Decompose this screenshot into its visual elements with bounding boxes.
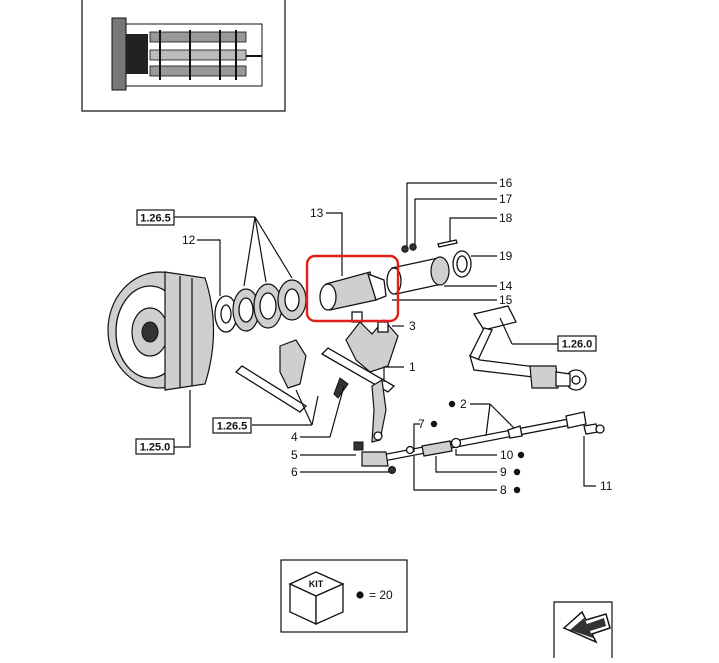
key [333,377,349,399]
kit-label: KIT [309,579,324,589]
callout-19: 19 [499,249,513,263]
kit-legend-text: = 20 [369,588,393,602]
callout-8: 8 [500,483,507,497]
callout-13: 13 [310,206,324,220]
callout-15: 15 [499,293,513,307]
leader-lines [174,182,596,491]
callout-12: 12 [182,233,196,247]
fork-shaft [234,339,396,413]
release-sleeve [319,271,387,311]
guide-tube [386,256,450,295]
kit-dot [448,400,456,408]
washer [409,243,417,251]
callout-10: 10 [500,448,514,462]
callout-6: 6 [291,465,298,479]
kit-dot [513,468,521,476]
ref-box-1-26-0[interactable]: 1.26.0 [557,335,597,352]
ref-label: 1.25.0 [140,442,171,454]
callout-16: 16 [499,176,513,190]
kit-dot [430,420,438,428]
ref-label: 1.26.5 [217,421,248,433]
kit-dots [430,400,525,494]
ref-box-1-25-0[interactable]: 1.25.0 [135,438,175,455]
callout-11: 11 [600,479,613,493]
ref-label: 1.26.5 [140,213,171,225]
callout-1: 1 [409,360,416,374]
ref-box-1-26-5-bottom[interactable]: 1.26.5 [212,417,252,434]
screw [388,466,396,474]
kit-legend-dot [356,591,364,599]
clutch-assembly [107,271,215,391]
callout-3: 3 [409,319,416,333]
back-arrow-icon[interactable] [553,601,613,658]
release-bearings [214,279,307,333]
callout-4: 4 [291,430,298,444]
callout-17: 17 [499,192,513,206]
ref-box-1-26-5-top[interactable]: 1.26.5 [136,209,175,226]
nut [401,245,409,253]
kit-dot [513,486,521,494]
pin [437,239,458,248]
kit-legend: KIT = 20 [280,559,408,633]
bolt [353,441,364,451]
release-lever [371,379,387,443]
callout-7: 7 [418,417,425,431]
selected-part-highlight [305,254,400,323]
location-thumbnail [81,0,286,112]
ref-label: 1.26.0 [562,339,593,351]
callout-labels: 16 17 18 19 14 15 13 12 3 1 4 5 6 7 2 10… [182,176,613,497]
callout-18: 18 [499,211,513,225]
clutch-pedal [469,305,587,391]
callout-2: 2 [460,397,467,411]
callout-14: 14 [499,279,513,293]
clevis-pin [583,423,605,435]
release-fork [345,311,399,373]
kit-dot [517,451,525,459]
clutch-linkage-rod [361,411,587,467]
callout-9: 9 [500,465,507,479]
callout-5: 5 [291,448,298,462]
